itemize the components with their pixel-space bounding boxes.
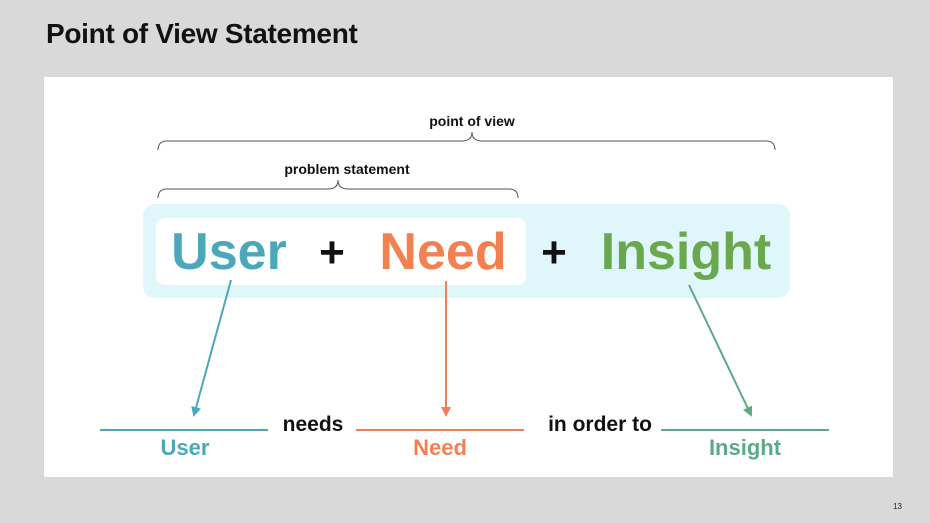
blank-label-need: Need (413, 435, 467, 460)
page-number: 13 (893, 502, 902, 511)
equation-plus-2: + (541, 228, 567, 277)
problem-statement-label: problem statement (284, 161, 410, 177)
sentence-in-order-to: in order to (548, 413, 652, 436)
sentence-needs: needs (283, 413, 344, 436)
point-of-view-label: point of view (429, 113, 515, 129)
problem-statement-brace (157, 179, 519, 199)
slide-title: Point of View Statement (46, 18, 358, 49)
equation-user: User (171, 223, 287, 281)
user-arrow (191, 279, 232, 417)
point-of-view-brace (157, 131, 776, 151)
equation-need: Need (379, 223, 506, 281)
equation-insight: Insight (601, 223, 771, 281)
blank-label-user: User (161, 435, 210, 460)
equation-plus-1: + (319, 228, 345, 277)
problem-statement-box (156, 218, 526, 285)
blank-label-insight: Insight (709, 435, 782, 460)
insight-arrow (688, 284, 753, 417)
